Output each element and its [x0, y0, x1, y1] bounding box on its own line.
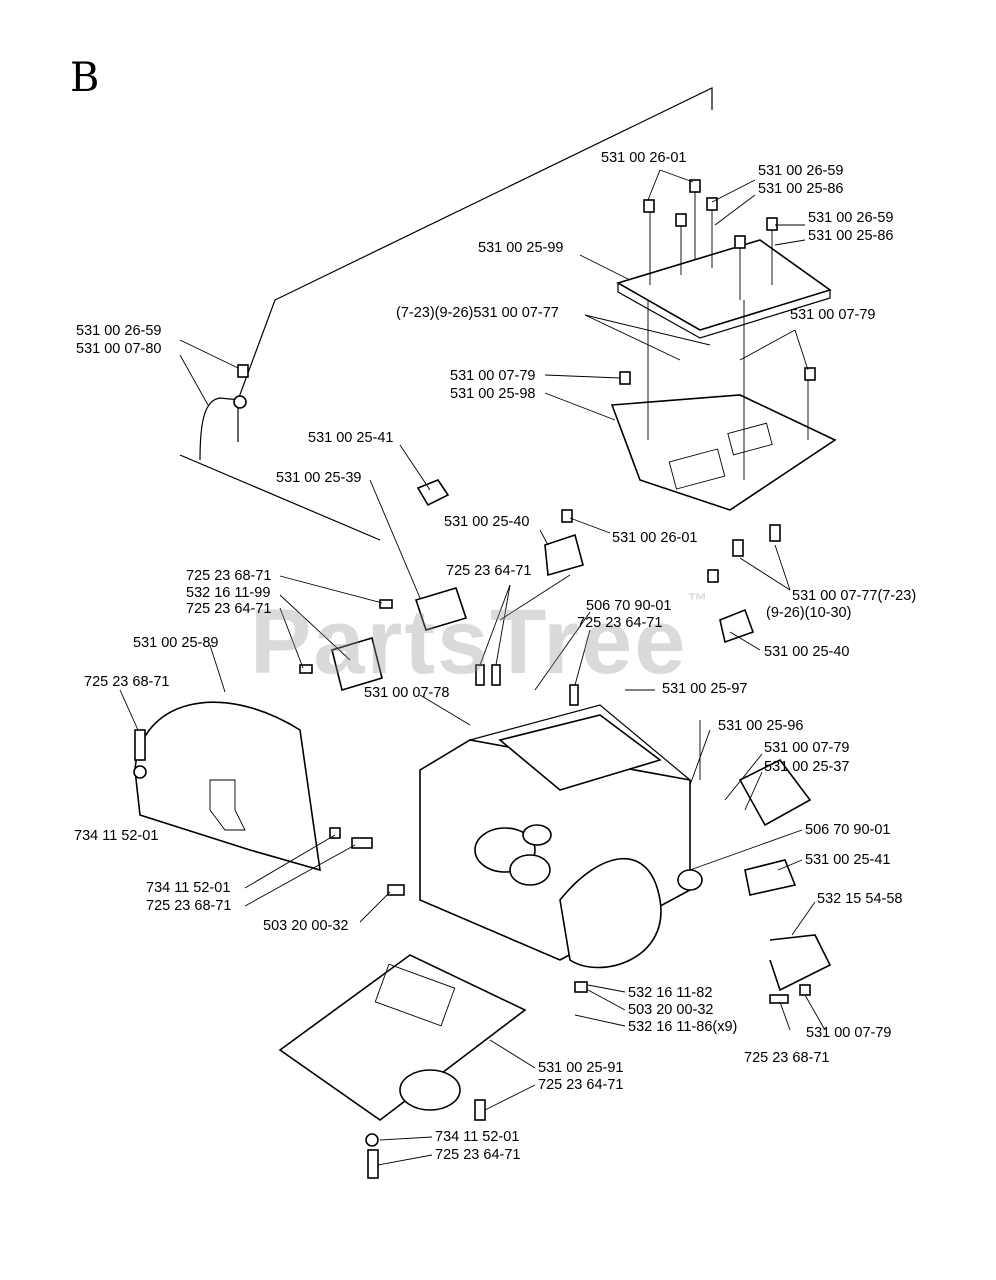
part-label[interactable]: 531 00 25-97 [662, 681, 748, 697]
bracket-25-40-upper [544, 533, 584, 577]
part-label[interactable]: 725 23 64-71 [446, 563, 532, 579]
cable-end [199, 397, 241, 461]
part-label[interactable]: 531 00 25-86 [808, 228, 894, 244]
part-label[interactable]: 531 00 25-37 [764, 759, 850, 775]
bottom-plate-hole [399, 1069, 461, 1111]
part-label[interactable]: 531 00 25-86 [758, 181, 844, 197]
part-label[interactable]: 725 23 64-71 [538, 1077, 624, 1093]
housing-hole-2 [509, 854, 551, 886]
part-label[interactable]: 506 70 90-01 [586, 598, 672, 614]
leader-lines [119, 169, 826, 1166]
part-label[interactable]: 531 00 07-79 [790, 307, 876, 323]
part-label[interactable]: 531 00 25-39 [276, 470, 362, 486]
part-label[interactable]: 531 00 07-78 [364, 685, 450, 701]
bottom-plate-slot [374, 963, 456, 1027]
part-label[interactable]: 531 00 25-99 [478, 240, 564, 256]
part-label[interactable]: 725 23 64-71 [577, 615, 663, 631]
part-label[interactable]: 506 70 90-01 [805, 822, 891, 838]
part-label[interactable]: 531 00 25-41 [805, 852, 891, 868]
part-label[interactable]: 531 00 07-77(7-23) [792, 588, 917, 604]
bracket-25-41-right [744, 859, 797, 896]
part-label[interactable]: 532 15 54-58 [817, 891, 903, 907]
leader-line [179, 454, 381, 541]
part-label[interactable]: 532 16 11-82 [628, 985, 713, 1001]
lower-plate [610, 394, 837, 511]
bracket-532-15-54-58 [769, 934, 832, 992]
bracket-25-39 [414, 587, 468, 631]
part-label[interactable]: 503 20 00-32 [263, 918, 349, 934]
bracket-25-40-lower [719, 608, 755, 644]
bracket-25-41 [416, 479, 450, 507]
part-label[interactable]: 531 00 07-80 [76, 341, 162, 357]
part-label[interactable]: 725 23 68-71 [146, 898, 232, 914]
cap-506-70-90-01b [677, 869, 703, 891]
bottom-plate [278, 954, 527, 1121]
part-label[interactable]: 725 23 68-71 [186, 568, 272, 584]
part-label[interactable]: 725 23 68-71 [744, 1050, 830, 1066]
part-label[interactable]: 531 00 07-79 [806, 1025, 892, 1041]
part-label[interactable]: 531 00 07-79 [764, 740, 850, 756]
cap-506-70-90-01 [522, 824, 552, 846]
housing-top-edge [469, 704, 691, 781]
part-label[interactable]: 503 20 00-32 [628, 1002, 714, 1018]
part-label[interactable]: 531 00 25-96 [718, 718, 804, 734]
part-label[interactable]: 734 11 52-01 [146, 880, 231, 896]
part-label[interactable]: 531 00 26-59 [76, 323, 162, 339]
bracket-532-16-11-99 [331, 636, 383, 692]
cover-detail [209, 779, 246, 831]
part-label[interactable]: (9-26)(10-30) [766, 605, 852, 621]
part-label[interactable]: 531 00 25-91 [538, 1060, 624, 1076]
part-label[interactable]: 532 16 11-86(x9) [628, 1019, 738, 1035]
part-label[interactable]: 734 11 52-01 [74, 828, 159, 844]
part-label[interactable]: 531 00 26-01 [601, 150, 687, 166]
part-label[interactable]: 725 23 64-71 [186, 601, 272, 617]
belt-cover [134, 701, 321, 872]
part-label[interactable]: 531 00 25-40 [444, 514, 530, 530]
fasteners [133, 364, 816, 1179]
top-plate-edge [617, 283, 831, 339]
part-label[interactable]: 531 00 25-41 [308, 430, 394, 446]
part-label[interactable]: 725 23 64-71 [435, 1147, 521, 1163]
cable-line [237, 87, 713, 442]
top-bolts [643, 179, 778, 300]
part-label[interactable]: 734 11 52-01 [435, 1129, 520, 1145]
part-label[interactable]: 531 00 25-40 [764, 644, 850, 660]
part-label[interactable]: 531 00 25-98 [450, 386, 536, 402]
plate-cutout-2 [727, 422, 773, 456]
part-label[interactable]: 531 00 26-01 [612, 530, 698, 546]
section-letter: B [70, 55, 100, 101]
part-label[interactable]: 531 00 26-59 [808, 210, 894, 226]
part-label[interactable]: 532 16 11-99 [186, 585, 271, 601]
plate-cutout-1 [668, 448, 726, 490]
housing-top [498, 714, 662, 791]
bracket-25-37 [738, 758, 812, 827]
part-label[interactable]: 531 00 26-59 [758, 163, 844, 179]
part-label[interactable]: 531 00 07-79 [450, 368, 536, 384]
pulley-plate [559, 857, 662, 969]
part-label[interactable]: 531 00 25-89 [133, 635, 219, 651]
part-label[interactable]: 725 23 68-71 [84, 674, 170, 690]
part-label[interactable]: (7-23)(9-26)531 00 07-77 [396, 305, 559, 321]
